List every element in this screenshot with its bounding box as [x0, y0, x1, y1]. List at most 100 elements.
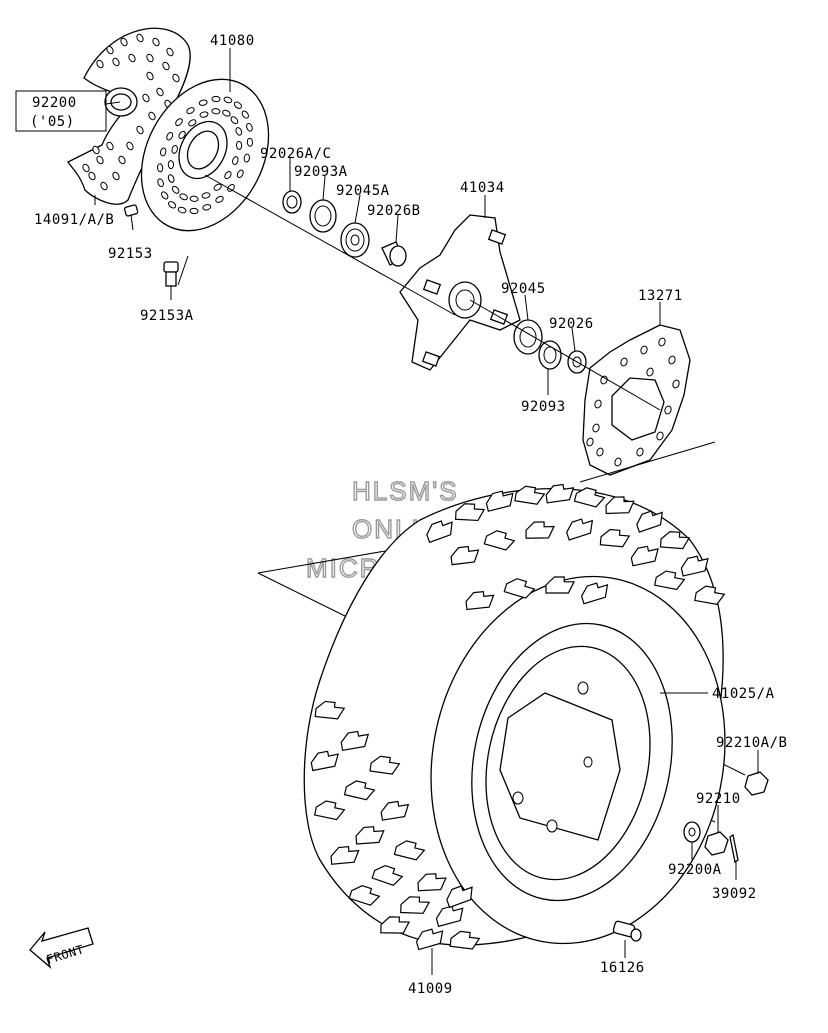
cover-hole [136, 125, 144, 135]
plate-hole [672, 379, 680, 389]
tread-block [380, 916, 411, 934]
plate-hole [646, 367, 654, 377]
cover-hole [126, 141, 134, 151]
part-labels: 41080 92200 ('05) 92026A/C 92093A 92045A… [15, 33, 787, 997]
cover-hole [100, 181, 108, 191]
castle-nut-92210-part [704, 831, 729, 856]
tread-block [369, 755, 401, 775]
disc-hole [233, 101, 242, 109]
cover-hole [112, 57, 120, 67]
cover-hole [82, 163, 90, 173]
cover-hole [92, 145, 100, 155]
disc-hole [202, 204, 212, 211]
cover-hole [112, 171, 120, 181]
disc-hole [198, 99, 208, 106]
disc-hole [175, 118, 183, 126]
disc-hole [171, 185, 180, 194]
disc-hole [201, 192, 211, 199]
tread-block [340, 730, 370, 752]
tread-block [415, 928, 444, 951]
disc-hole [241, 110, 249, 119]
plate-hole [636, 447, 644, 457]
label-41080: 41080 [210, 33, 255, 49]
seal-92093-part [538, 340, 562, 370]
hub-41034-part [399, 214, 521, 371]
label-39092: 39092 [712, 886, 757, 902]
disc-hole [235, 127, 243, 136]
label-92026ac: 92026A/C [260, 146, 331, 162]
label-92153: 92153 [108, 246, 153, 262]
tread-block [393, 840, 426, 861]
label-41025a: 41025/A [712, 686, 775, 702]
label-92153a: 92153A [140, 308, 194, 324]
disc-hole [168, 201, 177, 209]
watermark-line-1: HLSM'S [352, 476, 459, 506]
tread-block [313, 800, 346, 821]
tread-block [426, 520, 453, 544]
tread-block [483, 530, 516, 551]
plate-hole [596, 447, 604, 457]
disc-hole [236, 169, 244, 179]
seal-92093a-part [309, 199, 337, 233]
tread-block [446, 885, 473, 909]
tread-block [580, 582, 609, 605]
disc-hole [156, 163, 164, 173]
tread-block [348, 885, 381, 906]
disc-hole [188, 119, 197, 127]
label-92093a: 92093A [294, 164, 348, 180]
disc-hole [160, 147, 167, 157]
spacer-92026ac-part [282, 190, 302, 214]
plate-hole [620, 357, 628, 367]
label-92045: 92045 [501, 281, 546, 297]
label-92210ab: 92210A/B [716, 735, 787, 751]
cover-hole [136, 33, 144, 43]
plate-hole [586, 437, 594, 447]
disc-hole [230, 116, 239, 125]
tread-block [654, 570, 686, 591]
tread-block [435, 905, 464, 928]
cover-hole [106, 45, 114, 55]
tread-block [465, 590, 495, 611]
guard-plate-13271-part [582, 324, 691, 476]
label-92026: 92026 [549, 316, 594, 332]
disc-hole [213, 183, 222, 191]
disc-cover-part [67, 27, 191, 205]
disc-hole [167, 174, 175, 183]
disc-hole [227, 184, 235, 192]
plate-hole [614, 457, 622, 467]
tread-block [630, 545, 659, 567]
disc-hole [235, 140, 243, 150]
disc-hole [223, 96, 233, 104]
cover-hole [118, 155, 126, 165]
tread-block [454, 503, 486, 522]
disc-hole [167, 160, 175, 170]
tread-block [355, 826, 385, 845]
wheel-rim-41025-part [471, 622, 673, 902]
disc-hole [232, 156, 239, 166]
disc-hole [179, 193, 188, 201]
disc-hole [189, 207, 199, 215]
disc-hole [186, 107, 195, 115]
tread-block [310, 750, 339, 772]
tread-block [371, 864, 404, 886]
plate-hole [658, 337, 666, 347]
cover-hole [142, 93, 150, 103]
tread-block [314, 700, 346, 720]
bearing-92045a-part [340, 222, 370, 258]
disc-hole [161, 191, 169, 200]
cover-hole [88, 171, 96, 181]
tread-block [694, 585, 726, 605]
label-41034: 41034 [460, 180, 505, 196]
label-92200a: 92200A [668, 862, 722, 878]
tread-block [680, 555, 709, 577]
tread-block [450, 545, 480, 566]
cover-hole [146, 53, 154, 63]
tread-block [400, 896, 431, 914]
cotter-pin-39092-part [729, 833, 739, 864]
disc-hole [224, 171, 232, 180]
disc-hole [199, 111, 209, 118]
disc-hole [246, 137, 254, 147]
plate-hole [668, 355, 676, 365]
tread-block [380, 800, 410, 821]
